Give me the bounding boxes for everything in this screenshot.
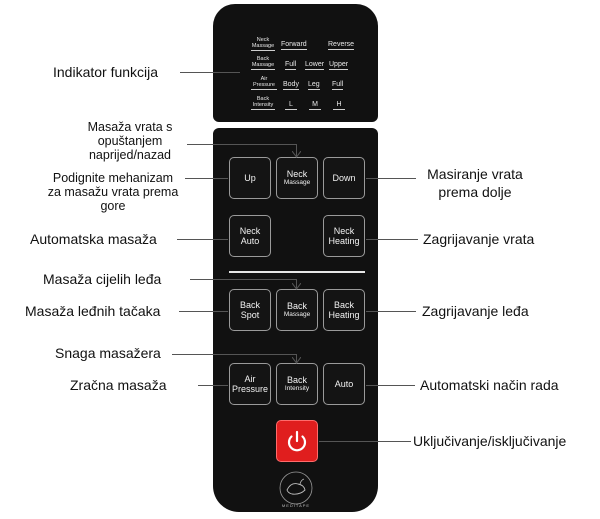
callout-line-cijelih-leda-v	[296, 279, 297, 288]
back-heating-button[interactable]: Back Heating	[323, 289, 365, 331]
callout-line-up	[185, 178, 228, 179]
label-masiranje-1: Masiranje vrata	[427, 166, 523, 182]
label-masaza-vrata-3: naprijed/nazad	[88, 148, 171, 162]
label-podignite: Podignite mehanizam za masažu vrata prem…	[38, 171, 188, 213]
callout-line-ukljucivanje	[319, 441, 411, 442]
indicator-back-intensity: Back Intensity	[251, 96, 275, 110]
back-massage-label-2: Massage	[283, 311, 311, 318]
callout-line-snaga-h	[172, 354, 297, 355]
divider	[229, 271, 365, 273]
back-intensity-button[interactable]: Back Intensity	[276, 363, 318, 405]
back-massage-label-1: Back	[286, 301, 307, 311]
air-pressure-label-2: Pressure	[231, 384, 268, 394]
neck-auto-button[interactable]: Neck Auto	[229, 215, 271, 257]
label-automatska: Automatska masaža	[30, 231, 157, 247]
label-masaza-vrata-1: Masaža vrata s	[87, 120, 173, 134]
neck-massage-label-2: Massage	[283, 179, 311, 186]
label-indikator: Indikator funkcija	[53, 64, 159, 80]
indicator-l: L	[285, 101, 297, 110]
label-masiranje: Masiranje vrata prema dolje	[420, 165, 530, 201]
logo-text: MEDITAPE	[281, 503, 311, 508]
auto-button-label: Auto	[334, 379, 354, 389]
callout-line-cijelih-leda-h	[190, 279, 297, 280]
neck-heating-label-1: Neck	[333, 226, 355, 236]
power-button[interactable]	[276, 420, 318, 462]
indicator-air-pressure: Air Pressure	[251, 76, 277, 90]
up-button-label: Up	[244, 173, 256, 183]
back-massage-button[interactable]: Back Massage	[276, 289, 318, 331]
callout-line-snaga-v	[296, 354, 297, 362]
indicator-leg: Leg	[308, 81, 320, 90]
callout-line-automatska	[177, 239, 228, 240]
label-cijelih-leda: Masaža cijelih leđa	[43, 271, 162, 287]
auto-button[interactable]: Auto	[323, 363, 365, 405]
label-ukljucivanje: Uključivanje/isključivanje	[413, 433, 567, 449]
arrow-back-massage-icon	[292, 283, 301, 290]
back-heating-label-2: Heating	[328, 310, 360, 320]
indicator-m: M	[309, 101, 321, 110]
back-spot-label-2: Spot	[240, 310, 260, 320]
callout-line-neck-massage-v	[296, 144, 297, 156]
back-intensity-label-1: Back	[286, 375, 307, 385]
whale-logo-icon	[279, 471, 313, 505]
callout-line-automatski	[366, 385, 415, 386]
label-podignite-3: gore	[100, 199, 126, 213]
label-zracna: Zračna masaža	[70, 377, 167, 393]
callout-line-indikator	[180, 72, 240, 73]
label-masiranje-2: prema dolje	[438, 184, 512, 200]
callout-line-zagrijavanje-vrata	[366, 239, 418, 240]
indicator-full-1: Full	[285, 61, 297, 70]
indicator-panel	[213, 4, 378, 122]
back-intensity-label-2: Intensity	[284, 385, 310, 392]
neck-massage-label-1: Neck	[286, 169, 308, 179]
callout-line-zracna	[198, 385, 228, 386]
callout-line-zagrijavanje-leda	[366, 311, 416, 312]
label-podignite-1: Podignite mehanizam	[52, 171, 174, 185]
label-zagrijavanje-leda: Zagrijavanje leđa	[422, 303, 529, 319]
neck-heating-button[interactable]: Neck Heating	[323, 215, 365, 257]
indicator-upper: Upper	[329, 61, 349, 70]
indicator-body: Body	[283, 81, 299, 90]
indicator-back-massage: Back Massage	[251, 56, 275, 70]
back-heating-label-1: Back	[333, 300, 354, 310]
indicator-forward: Forward	[281, 41, 307, 50]
label-masaza-vrata-2: opuštanjem	[97, 134, 163, 148]
indicator-h: H	[333, 101, 345, 110]
neck-auto-label-2: Auto	[240, 236, 260, 246]
up-button[interactable]: Up	[229, 157, 271, 199]
air-pressure-button[interactable]: Air Pressure	[229, 363, 271, 405]
label-podignite-2: za masažu vrata prema	[47, 185, 179, 199]
indicator-reverse: Reverse	[328, 41, 355, 50]
callout-line-lednih-tacaka	[179, 311, 228, 312]
down-button-label: Down	[332, 173, 356, 183]
air-pressure-label-1: Air	[244, 374, 256, 384]
neck-massage-button[interactable]: Neck Massage	[276, 157, 318, 199]
label-automatski-rad: Automatski način rada	[420, 377, 559, 393]
indicator-full-2: Full	[332, 81, 344, 90]
neck-heating-label-2: Heating	[328, 236, 360, 246]
indicator-neck-massage: Neck Massage	[251, 37, 275, 51]
back-spot-label-1: Back	[239, 300, 260, 310]
label-lednih-tacaka: Masaža leđnih tačaka	[25, 303, 161, 319]
arrow-neck-massage-icon	[292, 151, 301, 158]
down-button[interactable]: Down	[323, 157, 365, 199]
power-icon	[287, 430, 307, 452]
label-snaga: Snaga masažera	[55, 345, 161, 361]
callout-line-down	[366, 178, 416, 179]
label-masaza-vrata: Masaža vrata s opuštanjem naprijed/nazad	[70, 120, 190, 162]
neck-auto-label-1: Neck	[239, 226, 261, 236]
back-spot-button[interactable]: Back Spot	[229, 289, 271, 331]
label-zagrijavanje-vrata: Zagrijavanje vrata	[423, 231, 535, 247]
callout-line-neck-massage-h	[187, 144, 297, 145]
indicator-lower: Lower	[305, 61, 325, 70]
arrow-back-intensity-icon	[292, 357, 301, 364]
